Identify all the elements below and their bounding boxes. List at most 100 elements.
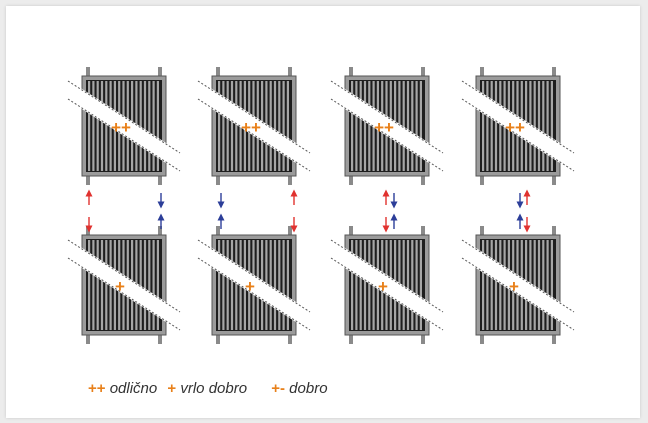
- radiator-fin: [273, 81, 277, 171]
- radiator-fin: [148, 240, 151, 330]
- legend-label: odlično: [109, 380, 158, 397]
- radiator-fin: [235, 240, 238, 330]
- radiator-fin: [222, 240, 225, 330]
- radiator-fin: [273, 240, 277, 330]
- diagram-card: ++++++++++++ ++ odlično + vrlo dobro +- …: [6, 6, 640, 418]
- radiator-fin: [550, 81, 553, 171]
- radiator-fin: [156, 81, 159, 171]
- radiator-fin: [499, 81, 502, 171]
- radiator-fin: [499, 240, 502, 330]
- radiator-fin: [482, 81, 485, 171]
- radiator-fin: [88, 81, 91, 171]
- radiator-fin: [88, 240, 91, 330]
- radiator-fin: [419, 81, 422, 171]
- legend-item-good: +- dobro: [271, 380, 327, 397]
- rating-symbol: ++: [505, 118, 525, 137]
- flow-band: [63, 241, 185, 329]
- radiator-fin: [490, 240, 493, 330]
- radiator-fin: [546, 240, 549, 330]
- radiator-fin: [411, 240, 414, 330]
- radiator-fin: [406, 81, 410, 171]
- radiator-fin: [402, 81, 405, 171]
- radiator-bottom-2: +: [193, 226, 315, 344]
- radiator-fin: [490, 81, 493, 171]
- radiator-fin: [152, 81, 155, 171]
- radiator-top-2: ++: [193, 67, 315, 185]
- radiator-fin: [100, 81, 104, 171]
- flow-band: [326, 82, 448, 170]
- radiator-fin: [363, 240, 367, 330]
- legend-label: vrlo dobro: [180, 380, 248, 397]
- legend-symbol: +-: [271, 380, 285, 397]
- radiator-bottom-1: +: [63, 226, 185, 344]
- radiator-fin: [148, 81, 151, 171]
- flow-band: [193, 241, 315, 329]
- radiator-fin: [363, 81, 367, 171]
- flow-band: [193, 82, 315, 170]
- radiator-bottom-4: +: [457, 226, 579, 344]
- radiator-fin: [143, 240, 147, 330]
- radiator-fin: [230, 240, 234, 330]
- radiator-fin: [351, 81, 354, 171]
- radiator-fin: [269, 240, 272, 330]
- legend-item-excellent: ++ odlično: [88, 380, 161, 397]
- radiator-fin: [355, 240, 358, 330]
- flow-band: [457, 82, 579, 170]
- radiator-fin: [415, 81, 418, 171]
- radiator-fin: [105, 240, 108, 330]
- rating-symbol: +: [115, 277, 125, 296]
- radiator-fin: [415, 240, 418, 330]
- radiator-fin: [494, 240, 498, 330]
- legend-label: dobro: [289, 380, 328, 397]
- radiator-fin: [402, 240, 405, 330]
- radiator-fin: [226, 240, 229, 330]
- radiator-top-4: ++: [457, 67, 579, 185]
- radiator-fin: [230, 81, 234, 171]
- radiator-fin: [96, 240, 99, 330]
- rating-symbol: +: [509, 277, 519, 296]
- radiator-fin: [533, 240, 536, 330]
- radiator-connection-diagram: ++++++++++++: [63, 67, 579, 344]
- radiator-fin: [368, 81, 371, 171]
- radiator-fin: [542, 240, 545, 330]
- radiator-fin: [359, 240, 362, 330]
- radiator-fin: [359, 81, 362, 171]
- radiator-top-3: ++: [326, 67, 448, 185]
- radiator-fin: [269, 81, 272, 171]
- radiator-fin: [368, 240, 371, 330]
- radiator-fin: [139, 81, 142, 171]
- radiator-bottom-3: +: [326, 226, 448, 344]
- radiator-fin: [92, 81, 95, 171]
- radiator-fin: [406, 240, 410, 330]
- radiator-fin: [494, 81, 498, 171]
- flow-band: [326, 241, 448, 329]
- radiator-fin: [419, 240, 422, 330]
- radiator-fin: [486, 240, 489, 330]
- radiator-fin: [355, 81, 358, 171]
- rating-symbol: ++: [374, 118, 394, 137]
- radiator-fin: [218, 81, 221, 171]
- legend-symbol: +: [167, 380, 177, 397]
- radiator-fin: [139, 240, 142, 330]
- radiator-fin: [152, 240, 155, 330]
- radiator-fin: [100, 240, 104, 330]
- radiator-fin: [278, 81, 281, 171]
- radiator-fin: [546, 81, 549, 171]
- radiator-fin: [222, 81, 225, 171]
- radiator-fin: [105, 81, 108, 171]
- legend-symbol: ++: [88, 380, 106, 397]
- radiator-fin: [542, 81, 545, 171]
- radiator-fin: [411, 81, 414, 171]
- rating-symbol: ++: [111, 118, 131, 137]
- radiator-fin: [218, 240, 221, 330]
- radiator-fin: [143, 81, 147, 171]
- radiator-fin: [282, 81, 285, 171]
- radiator-fin: [226, 81, 229, 171]
- rating-symbol: +: [245, 277, 255, 296]
- rating-symbol: ++: [241, 118, 261, 137]
- radiator-fin: [286, 81, 289, 171]
- radiator-fin: [533, 81, 536, 171]
- radiator-fin: [286, 240, 289, 330]
- radiator-fin: [156, 240, 159, 330]
- radiator-fin: [278, 240, 281, 330]
